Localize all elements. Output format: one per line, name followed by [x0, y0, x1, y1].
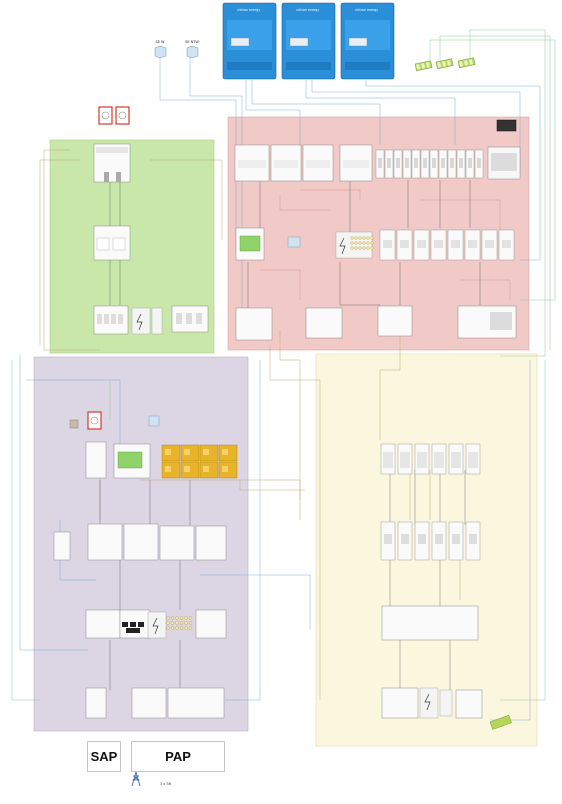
inverter-3-brand: victron energy [355, 8, 378, 12]
legend-pap: PAP [131, 741, 225, 772]
green-zone-devices [93, 143, 209, 335]
control-panel-dark [496, 119, 517, 132]
legend-sap: SAP [87, 741, 121, 772]
inverter-3: victron energy [340, 2, 395, 80]
warning-placard-3 [87, 411, 102, 430]
purple-zone-devices [53, 415, 238, 719]
top-device-se-w: SE W [154, 40, 167, 59]
inverter-2: victron energy [281, 2, 336, 80]
warning-placard-1 [98, 106, 113, 125]
inverters: victron energy victron energy victron ener… [222, 2, 395, 80]
top-device-se-ntw-label: SE NTW [185, 40, 199, 44]
top-device-se-ntw: SE NTW [185, 40, 199, 59]
inverter-1-brand: victron energy [237, 8, 260, 12]
yellow-zone-devices [380, 443, 512, 730]
grid-source-label: 3 x 56 [160, 782, 171, 786]
inverter-2-brand: victron energy [296, 8, 319, 12]
legend-pap-text: PAP [165, 749, 191, 764]
wiring-lines [11, 29, 556, 721]
inverter-1: victron energy [222, 2, 277, 80]
terminal-blocks-top [414, 57, 476, 72]
red-zone-devices [234, 144, 521, 341]
top-device-se-w-label: SE W [155, 40, 165, 44]
transmission-tower-icon [131, 771, 141, 787]
warning-placard-2 [115, 106, 130, 125]
legend-sap-text: SAP [90, 749, 118, 764]
